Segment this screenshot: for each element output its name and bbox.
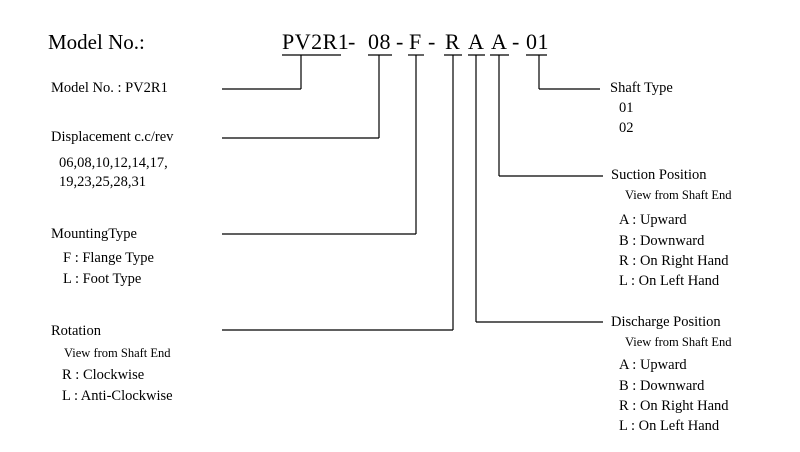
discharge-option-a: A : Upward <box>619 357 687 373</box>
code-discharge: A <box>491 29 508 54</box>
model-no-label: Model No. : PV2R1 <box>51 80 168 96</box>
code-mounting: F <box>409 29 422 54</box>
discharge-option-r: R : On Right Hand <box>619 398 729 414</box>
suction-sub: View from Shaft End <box>625 188 732 202</box>
displacement-values-line-2: 19,23,25,28,31 <box>59 174 146 190</box>
discharge-option-b: B : Downward <box>619 378 705 394</box>
displacement-label: Displacement c.c/rev <box>51 129 174 145</box>
model-no-heading: Model No.: <box>48 30 145 54</box>
code-series: PV2R1 <box>282 29 350 54</box>
code-dash-2: - <box>396 29 404 54</box>
displacement-values-line-1: 06,08,10,12,14,17, <box>59 155 168 171</box>
code-displacement: 08 <box>368 29 391 54</box>
code-suction: A <box>468 29 485 54</box>
discharge-option-l: L : On Left Hand <box>619 418 720 434</box>
suction-option-l: L : On Left Hand <box>619 273 720 289</box>
discharge-sub: View from Shaft End <box>625 335 732 349</box>
mounting-option-foot: L : Foot Type <box>63 271 142 287</box>
code-dash-1: - <box>348 29 356 54</box>
code-rotation: R <box>445 29 461 54</box>
suction-option-r: R : On Right Hand <box>619 253 729 269</box>
code-shaft: 01 <box>526 29 549 54</box>
code-dash-3: - <box>428 29 436 54</box>
shaft-option-02: 02 <box>619 120 634 136</box>
discharge-position-label: Discharge Position <box>611 314 721 330</box>
mounting-option-flange: F : Flange Type <box>63 250 154 266</box>
shaft-option-01: 01 <box>619 100 634 116</box>
suction-position-label: Suction Position <box>611 167 707 183</box>
rotation-option-anticlockwise: L : Anti-Clockwise <box>62 388 173 404</box>
rotation-sub: View from Shaft End <box>64 346 171 360</box>
suction-option-a: A : Upward <box>619 212 687 228</box>
rotation-label: Rotation <box>51 323 101 339</box>
mounting-type-label: MountingType <box>51 226 137 242</box>
code-dash-4: - <box>512 29 520 54</box>
rotation-option-clockwise: R : Clockwise <box>62 367 145 383</box>
shaft-type-label: Shaft Type <box>610 80 673 96</box>
suction-option-b: B : Downward <box>619 233 705 249</box>
